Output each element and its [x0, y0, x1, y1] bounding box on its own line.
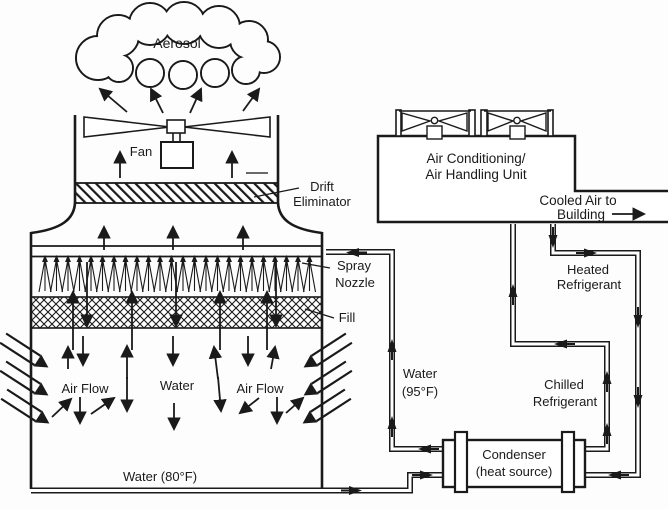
ahu-label-line1: Air Conditioning/	[426, 151, 525, 166]
heated-refrigerant-label-line1: Heated	[567, 262, 609, 277]
cooled-air-label-line1: Cooled Air to	[539, 193, 616, 208]
ahu-body	[378, 136, 668, 222]
drift-eliminator-band	[74, 182, 279, 204]
heated-refrigerant-label-line2: Refrigerant	[557, 277, 622, 292]
chilled-refrigerant-label-line2: Refrigerant	[533, 394, 598, 409]
riser-air-arrows	[97, 224, 250, 250]
condenser-label-line2: (heat source)	[476, 464, 553, 479]
ahu-fan-icon-2	[484, 110, 551, 140]
fill-cross-arrows	[66, 262, 283, 350]
aerosol-cloud-icon: Aerosol	[75, 1, 281, 114]
water-label: Water	[160, 378, 195, 393]
ahu-label-line2: Air Handling Unit	[425, 167, 527, 182]
spray-leader-line	[301, 262, 331, 269]
fill-label: Fill	[339, 310, 356, 325]
chilled-refrigerant-label-line1: Chilled	[544, 377, 584, 392]
drift-eliminator-label-line2: Eliminator	[293, 194, 351, 209]
callouts: Drift Eliminator Spray Nozzle Fill Water…	[253, 179, 622, 409]
air-handling-unit: Air Conditioning/ Air Handling Unit Cool…	[376, 109, 668, 224]
basin-water-label: Water (80°F)	[123, 469, 197, 484]
drift-leader-line	[253, 187, 300, 198]
spray-nozzle-label-line2: Nozzle	[335, 275, 375, 290]
drift-eliminator-label-line1: Drift	[310, 179, 334, 194]
ahu-fan-icon-1	[399, 110, 471, 140]
fan-label: Fan	[130, 144, 152, 159]
condenser-flange-left	[453, 430, 469, 494]
hot-water-label-line2: (95°F)	[402, 384, 438, 399]
condenser-label-line1: Condenser	[482, 447, 546, 462]
spray-nozzle-label-line1: Spray	[337, 258, 371, 273]
fill-leader-line	[304, 308, 335, 319]
cooled-air-label-line2: Building	[557, 207, 605, 222]
plenum-air-arrows	[113, 149, 239, 178]
cooling-tower: Fan	[0, 115, 354, 489]
rain-zone-arrows	[51, 336, 305, 432]
condenser-flange-right	[560, 430, 576, 494]
aerosol-label: Aerosol	[153, 35, 200, 51]
air-flow-right-label: Air Flow	[237, 381, 285, 396]
air-flow-left-label: Air Flow	[62, 381, 110, 396]
ahu-outline	[376, 134, 668, 224]
aerosol-arrows	[98, 87, 261, 114]
ahu-fan-posts	[395, 109, 554, 137]
condenser: Condenser (heat source)	[441, 430, 587, 494]
hot-water-label-line1: Water	[403, 366, 438, 381]
tower-walls	[29, 115, 324, 489]
tower-fan-icon	[83, 116, 271, 169]
